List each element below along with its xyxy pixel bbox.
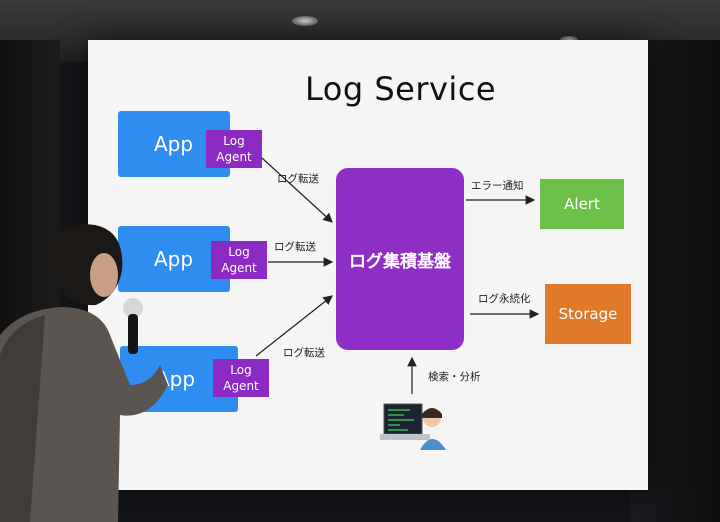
- agent-label-line2: Agent: [223, 379, 259, 393]
- agent-label-line1: Log: [223, 134, 245, 148]
- storage-label: Storage: [558, 305, 618, 323]
- hub-label: ログ集積基盤: [349, 251, 451, 272]
- alert-box: Alert: [540, 179, 624, 229]
- log-agent-box-2: Log Agent: [211, 241, 267, 279]
- microphone: [123, 298, 143, 354]
- agent-label-line2: Agent: [221, 261, 257, 275]
- edge-label-search: 検索・分析: [428, 371, 481, 383]
- presenter: [0, 224, 168, 522]
- app-label: App: [154, 132, 194, 156]
- alert-label: Alert: [564, 195, 600, 213]
- edge-label-alert: エラー通知: [471, 180, 524, 192]
- storage-box: Storage: [545, 284, 631, 344]
- ceiling-light: [292, 16, 318, 26]
- log-aggregation-hub: ログ集積基盤: [336, 168, 464, 350]
- arrow-app3-to-hub: [255, 295, 333, 357]
- operator-illustration: [380, 403, 446, 450]
- agent-label-line1: Log: [228, 245, 250, 259]
- edge-label-storage: ログ永続化: [478, 293, 531, 305]
- edge-label-app3: ログ転送: [283, 347, 325, 359]
- agent-label-line1: Log: [230, 363, 252, 377]
- slide-title: Log Service: [305, 70, 497, 108]
- agent-label-line2: Agent: [216, 150, 252, 164]
- log-agent-box-3: Log Agent: [213, 359, 269, 397]
- edge-label-app2: ログ転送: [274, 241, 316, 253]
- app-label: App: [154, 247, 194, 271]
- arrow-app1-to-hub: [261, 157, 333, 223]
- log-agent-box-1: Log Agent: [206, 130, 262, 168]
